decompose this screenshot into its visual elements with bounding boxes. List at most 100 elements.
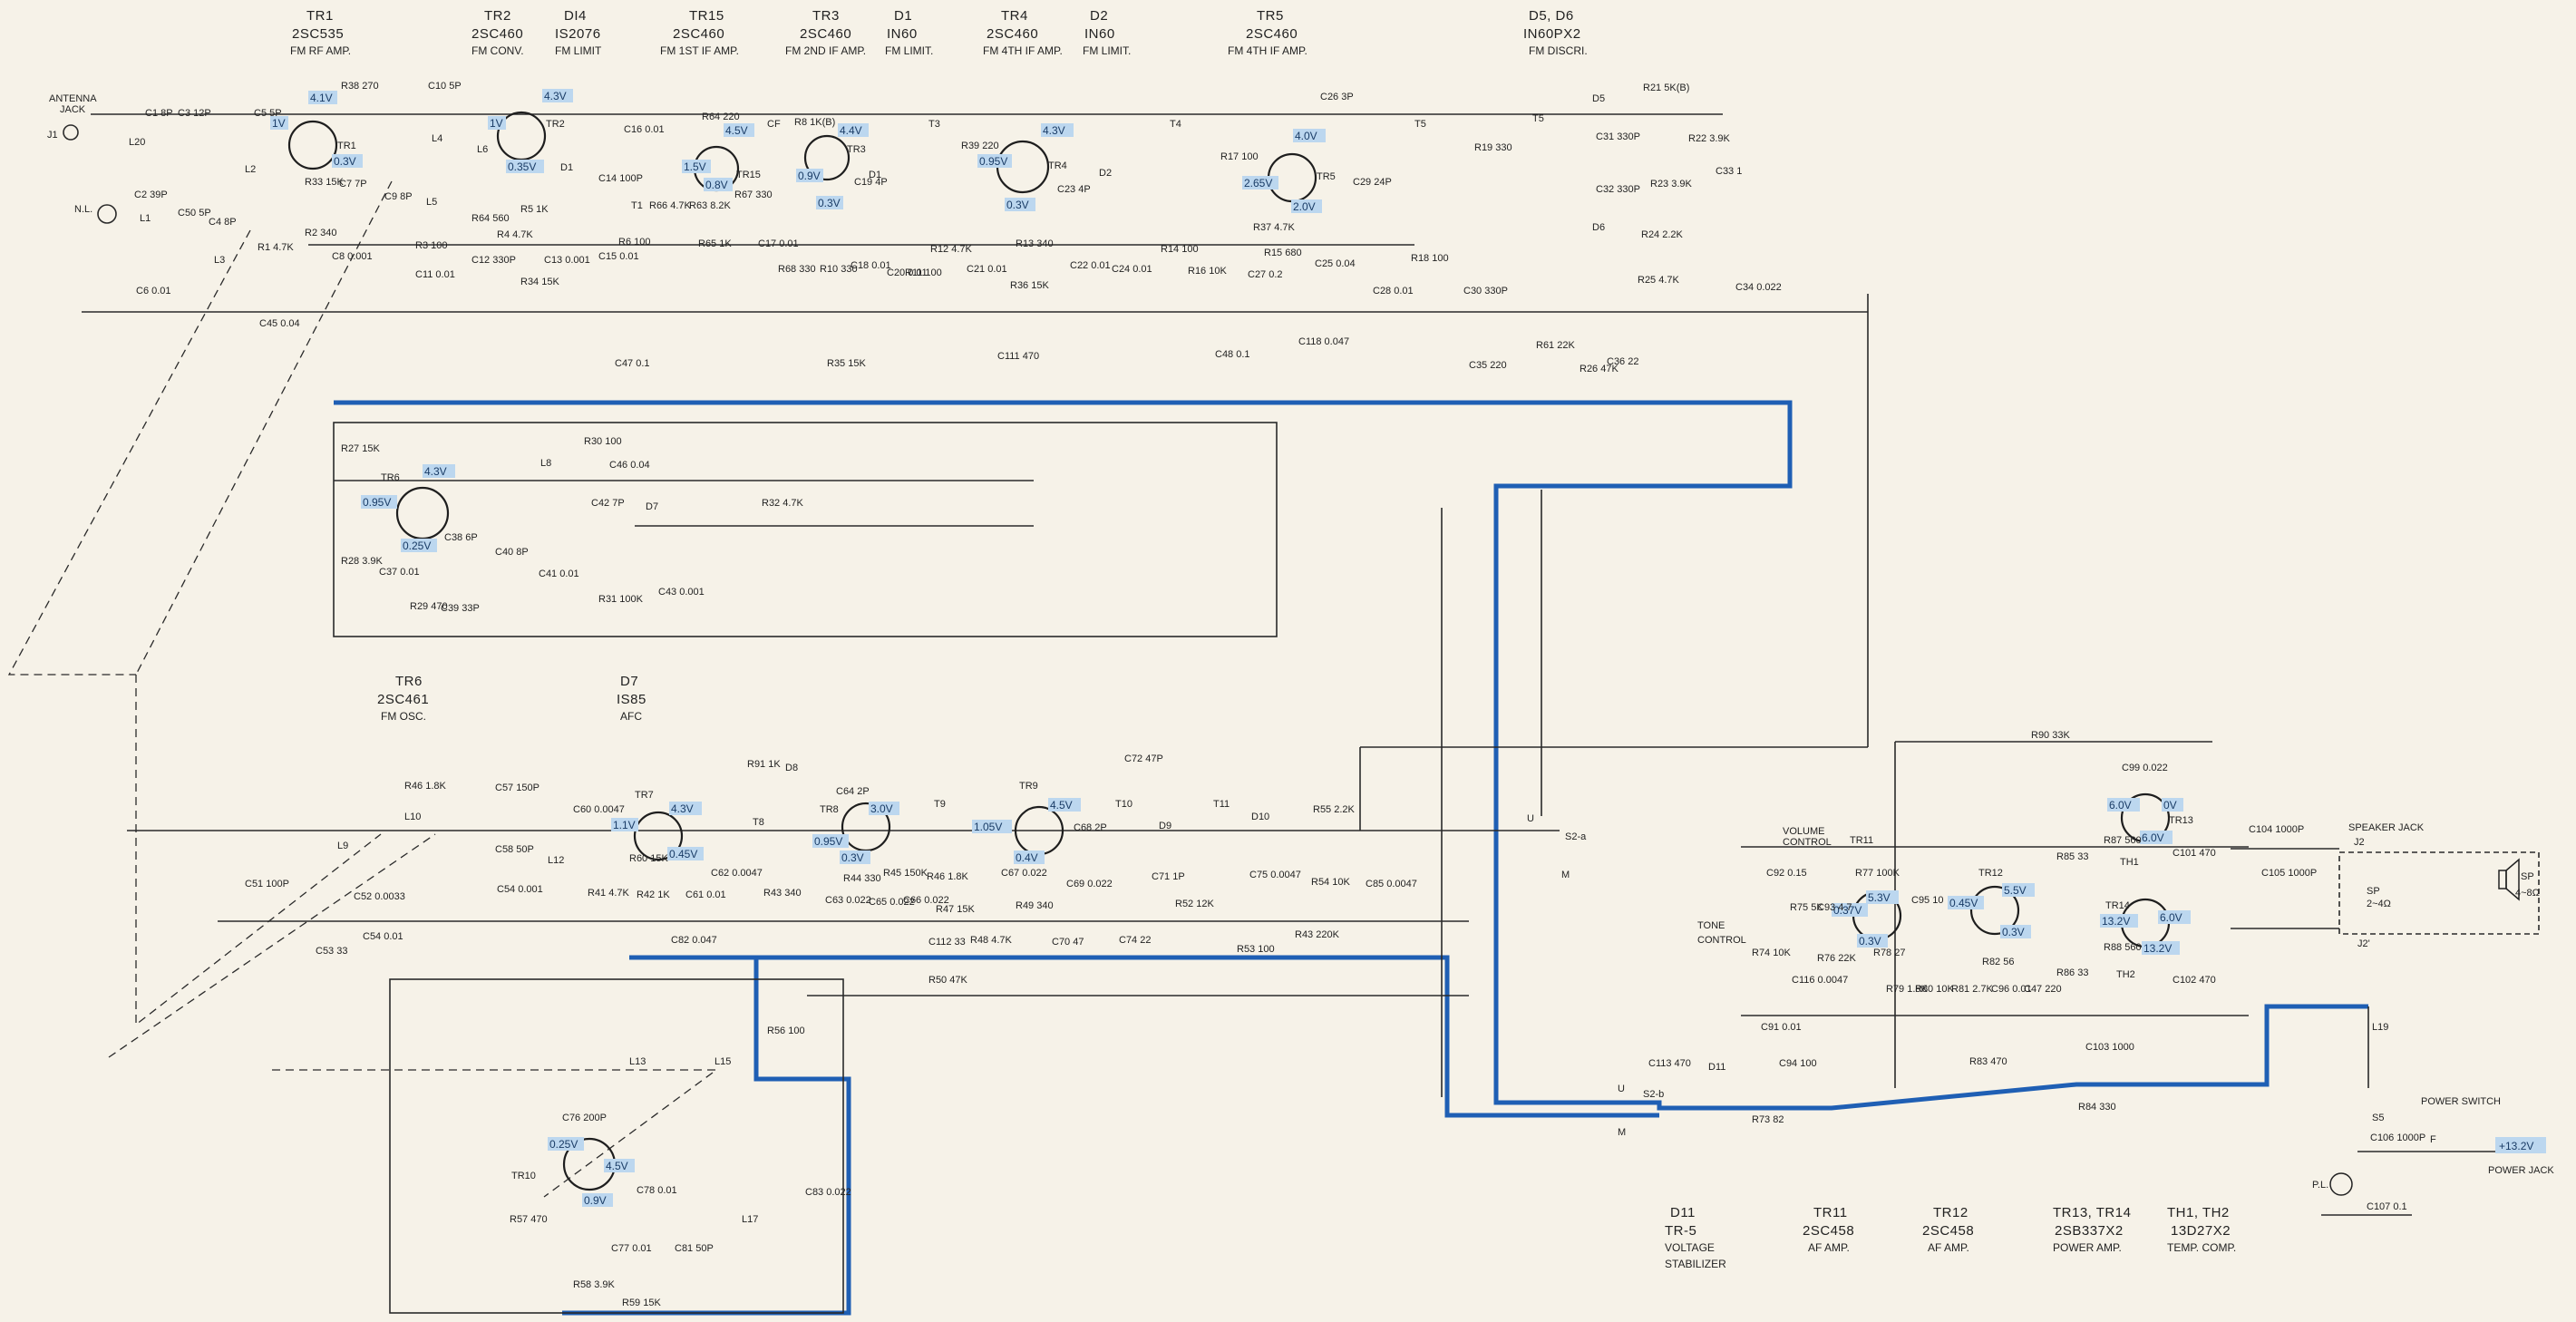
label-r75: R75 5K — [1790, 902, 1823, 913]
label-l4: L4 — [432, 133, 442, 144]
label-d1-diode: D1 — [869, 170, 881, 180]
svg-text:0.9V: 0.9V — [584, 1194, 607, 1207]
label-r31: R31 100K — [598, 594, 644, 605]
label-c103: C103 1000 — [2085, 1042, 2134, 1053]
label-c66: C66 0.022 — [903, 895, 949, 906]
label-l3: L3 — [214, 255, 225, 266]
label-c71: C71 1P — [1152, 871, 1185, 882]
label-l8: L8 — [540, 458, 551, 469]
header-tr1-part: 2SC535 — [292, 26, 344, 42]
volt-tr8-c: 3.0V — [869, 802, 899, 815]
volt-tr11-e: 0.3V — [1857, 934, 1888, 948]
label-c52: C52 0.0033 — [354, 891, 405, 902]
sp-label: SP — [2521, 871, 2534, 882]
volt-tr4-c: 4.3V — [1041, 123, 1074, 137]
svg-text:0.3V: 0.3V — [841, 851, 864, 864]
label-r64b: R64 220 — [702, 112, 740, 122]
label-c22: C22 0.01 — [1070, 260, 1111, 271]
gang-lines — [7, 180, 718, 1198]
label-r67: R67 330 — [734, 190, 773, 200]
svg-text:4.3V: 4.3V — [544, 90, 567, 102]
label-c60: C60 0.0047 — [573, 804, 625, 815]
label-r33: R33 15K — [305, 177, 344, 188]
footer-tr1314-role: POWER AMP. — [2053, 1241, 2122, 1254]
label-c26: C26 3P — [1320, 92, 1354, 102]
label-c62: C62 0.0047 — [711, 868, 763, 879]
volt-tr11-b: 0.37V — [1832, 903, 1868, 917]
label-c40: C40 8P — [495, 547, 529, 558]
volt-tr12-c: 5.5V — [2002, 883, 2035, 897]
svg-text:2.0V: 2.0V — [1293, 200, 1316, 213]
volt-tr3-b: 0.9V — [796, 169, 823, 182]
label-r68: R68 330 — [778, 264, 816, 275]
label-c68: C68 2P — [1074, 822, 1107, 833]
footer-tr12-title: TR12 — [1933, 1205, 1968, 1220]
volt-tr5-b: 2.65V — [1242, 176, 1278, 190]
wiring — [82, 113, 2540, 1314]
label-c11: C11 0.01 — [415, 269, 455, 280]
svg-text:TR13: TR13 — [2169, 815, 2193, 826]
svg-text:4.0V: 4.0V — [1295, 130, 1317, 142]
pl-label: P.L. — [2312, 1180, 2328, 1191]
header-tr15-part: 2SC460 — [673, 26, 724, 42]
label-l6: L6 — [477, 144, 488, 155]
header-d56-part: IN60PX2 — [1523, 26, 1581, 42]
label-c27: C27 0.2 — [1248, 269, 1283, 280]
osc-lower-frame — [389, 978, 844, 1314]
s2a-u-label: U — [1527, 813, 1534, 824]
nl-label: N.L. — [74, 204, 92, 215]
svg-text:TR4: TR4 — [1048, 160, 1067, 171]
footer-tr12-role: AF AMP. — [1928, 1241, 1969, 1254]
s2b-label: S2-b — [1643, 1089, 1664, 1100]
header-tr4-role: FM 4TH IF AMP. — [983, 44, 1063, 57]
header-tr2-part: 2SC460 — [471, 26, 523, 42]
label-r43b: R43 220K — [1295, 929, 1340, 940]
volt-tr14-c: 6.0V — [2158, 910, 2191, 924]
svg-text:0.25V: 0.25V — [549, 1138, 578, 1151]
svg-text:2.65V: 2.65V — [1244, 177, 1272, 190]
svg-text:TR10: TR10 — [511, 1171, 536, 1181]
label-r66: R66 4.7K — [649, 200, 692, 211]
label-r43: R43 340 — [763, 888, 802, 899]
label-c18: C18 0.01 — [851, 260, 891, 271]
label-c39: C39 33P — [441, 603, 480, 614]
header-d14-part: IS2076 — [555, 26, 601, 42]
label-r45: R45 150K — [883, 868, 928, 879]
svg-text:5.3V: 5.3V — [1868, 891, 1891, 904]
speaker-jack-label: SPEAKER JACK — [2348, 822, 2425, 833]
label-c46: C46 0.04 — [609, 460, 650, 471]
label-cf: CF — [767, 119, 781, 130]
volt-tr9-e: 0.4V — [1014, 851, 1045, 864]
svg-text:0.9V: 0.9V — [798, 170, 821, 182]
label-r30: R30 100 — [584, 436, 622, 447]
tone-control-label: CONTROL — [1697, 935, 1746, 946]
label-l20: L20 — [129, 137, 145, 148]
header-d14-role: FM LIMIT — [555, 44, 602, 57]
svg-text:1.5V: 1.5V — [684, 160, 706, 173]
label-r12: R12 4.7K — [930, 244, 973, 255]
volt-tr11-c: 5.3V — [1866, 890, 1899, 904]
label-th2: TH2 — [2116, 969, 2135, 980]
label-t1: T1 — [631, 200, 643, 211]
label-r15: R15 680 — [1264, 248, 1302, 258]
footer-d11-role2: STABILIZER — [1665, 1258, 1726, 1270]
volt-tr6-c: 4.3V — [423, 464, 455, 478]
label-c99: C99 0.022 — [2122, 763, 2168, 773]
label-c28: C28 0.01 — [1373, 286, 1414, 296]
volt-tr8-b: 0.95V — [812, 834, 849, 848]
label-r19: R19 330 — [1474, 142, 1512, 153]
header-d7-part: IS85 — [617, 692, 646, 707]
label-r58: R58 3.9K — [573, 1279, 616, 1290]
transistor-tr5: TR5 — [1267, 152, 1336, 203]
label-r16: R16 10K — [1188, 266, 1227, 277]
label-d9: D9 — [1159, 821, 1171, 831]
sp-imp-label: 4~8Ω — [2515, 888, 2540, 899]
svg-text:0.25V: 0.25V — [403, 539, 431, 552]
svg-text:TR1: TR1 — [337, 141, 356, 151]
svg-text:TR9: TR9 — [1019, 781, 1038, 792]
svg-text:0.3V: 0.3V — [1859, 935, 1881, 948]
label-l19: L19 — [2372, 1022, 2388, 1033]
label-r4: R4 4.7K — [497, 229, 533, 240]
svg-text:0.35V: 0.35V — [508, 160, 536, 173]
label-r8: R8 1K(B) — [794, 117, 835, 128]
